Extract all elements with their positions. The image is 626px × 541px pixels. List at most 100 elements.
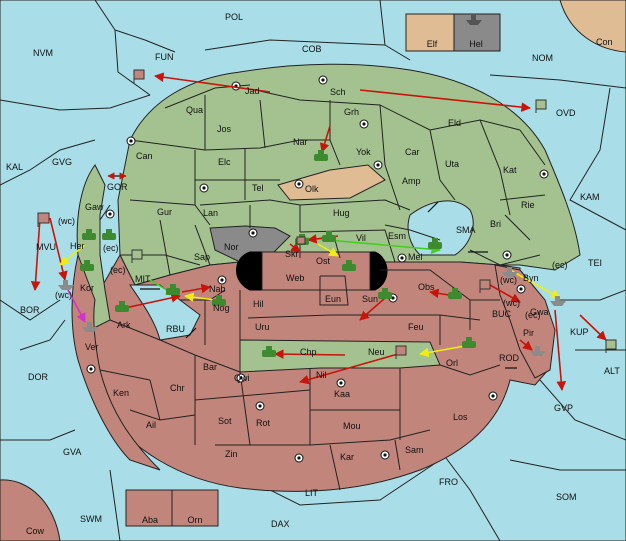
label-mvu: MVU — [36, 242, 56, 252]
army-unit[interactable] — [462, 337, 476, 348]
legend-elf: Elf — [427, 39, 438, 49]
flag-marker[interactable] — [605, 339, 617, 353]
label-cow: Cow — [26, 526, 45, 536]
label-grh: Grh — [344, 107, 359, 117]
flag-marker[interactable] — [37, 212, 50, 227]
label-sch: Sch — [330, 87, 346, 97]
order-arrow — [359, 89, 531, 112]
supply-center — [199, 183, 209, 193]
label-kor: Kor — [80, 283, 94, 293]
label-mel: Mel — [408, 252, 423, 262]
supply-center — [126, 136, 136, 146]
army-unit[interactable] — [262, 346, 276, 357]
label-kat: Kat — [503, 165, 517, 175]
supply-center — [105, 209, 115, 219]
label-ken: Ken — [113, 388, 129, 398]
coast-kor-wc: (wc) — [55, 290, 72, 300]
flag-marker[interactable] — [479, 279, 491, 293]
legend-aba-box — [125, 489, 173, 527]
label-sot: Sot — [218, 416, 232, 426]
army-unit[interactable] — [322, 231, 336, 242]
army-unit[interactable] — [212, 295, 226, 306]
supply-center — [380, 450, 390, 460]
order-arrow — [154, 72, 271, 93]
supply-centers — [86, 75, 549, 463]
order-arrow — [30, 217, 41, 291]
order-arrow — [554, 309, 567, 391]
label-ail: Ail — [146, 420, 156, 430]
label-byn: Byn — [523, 273, 539, 283]
fleet-unit[interactable] — [82, 322, 98, 332]
fleet-unit[interactable] — [502, 267, 518, 277]
label-neu: Neu — [368, 347, 385, 357]
army-unit[interactable] — [115, 301, 129, 312]
label-mou: Mou — [343, 421, 361, 431]
army-unit[interactable] — [166, 284, 180, 295]
label-zin: Zin — [225, 449, 238, 459]
supply-center — [231, 81, 241, 91]
label-rbu: RBU — [166, 324, 185, 334]
label-nab: Nab — [209, 284, 226, 294]
label-ark: Ark — [117, 320, 131, 330]
army-unit[interactable] — [378, 288, 392, 299]
army-unit[interactable] — [342, 260, 356, 271]
label-kaa: Kaa — [334, 389, 350, 399]
label-sma: SMA — [456, 225, 476, 235]
label-esm: Esm — [388, 231, 406, 241]
label-hil: Hil — [253, 299, 264, 309]
label-car: Car — [405, 147, 420, 157]
army-unit[interactable] — [82, 229, 96, 240]
label-nom: NOM — [532, 53, 553, 63]
label-uru: Uru — [255, 322, 270, 332]
supply-center — [318, 75, 328, 85]
flag-marker[interactable] — [535, 99, 547, 113]
army-unit[interactable] — [80, 260, 94, 271]
order-arrow — [289, 242, 301, 253]
label-olk: Olk — [305, 184, 319, 194]
flag-marker[interactable] — [133, 69, 145, 83]
order-arrow — [419, 345, 466, 358]
army-unit[interactable] — [448, 288, 462, 299]
flag-marker[interactable] — [296, 236, 306, 245]
label-gva: GVA — [63, 447, 81, 457]
army-unit[interactable] — [102, 229, 116, 240]
label-lan: Lan — [203, 208, 218, 218]
order-arrow — [359, 297, 386, 321]
flag-marker[interactable] — [131, 249, 143, 263]
label-lit: LIT — [305, 488, 319, 498]
army-unit[interactable] — [428, 238, 442, 249]
label-bar: Bar — [203, 362, 217, 372]
region-labels: POL NVM FUN COB NOM Con OVD KAL GVG GOR … — [6, 12, 620, 536]
legend-hel: Hel — [469, 39, 483, 49]
label-skr: Skr — [285, 249, 299, 259]
fleet-unit[interactable] — [466, 15, 482, 25]
units — [37, 15, 617, 359]
fleet-unit[interactable] — [530, 346, 546, 356]
label-bor: BOR — [20, 305, 40, 315]
order-arrow — [317, 243, 339, 257]
fleet-unit[interactable] — [550, 296, 566, 306]
order-arrow — [579, 314, 607, 341]
label-amp: Amp — [402, 176, 421, 186]
label-chr: Chr — [170, 383, 185, 393]
label-obs: Obs — [418, 282, 435, 292]
coast-byn-wc: (wc) — [500, 275, 517, 285]
army-unit[interactable] — [314, 150, 328, 161]
bridge-markers — [107, 172, 517, 369]
legend-elf-box — [405, 13, 455, 52]
flag-marker[interactable] — [395, 345, 407, 359]
label-nog: Nog — [213, 303, 230, 313]
label-gvp: GVP — [554, 403, 573, 413]
label-mit: MIT — [135, 274, 151, 284]
label-som: SOM — [556, 492, 577, 502]
supply-center — [236, 373, 246, 383]
order-arrow — [124, 293, 181, 309]
supply-center — [373, 160, 383, 170]
fleet-unit[interactable] — [58, 280, 74, 290]
label-eun: Eun — [325, 294, 341, 304]
label-kup: KUP — [570, 327, 589, 337]
legend-aba: Aba — [142, 515, 158, 525]
supply-center — [516, 284, 526, 294]
